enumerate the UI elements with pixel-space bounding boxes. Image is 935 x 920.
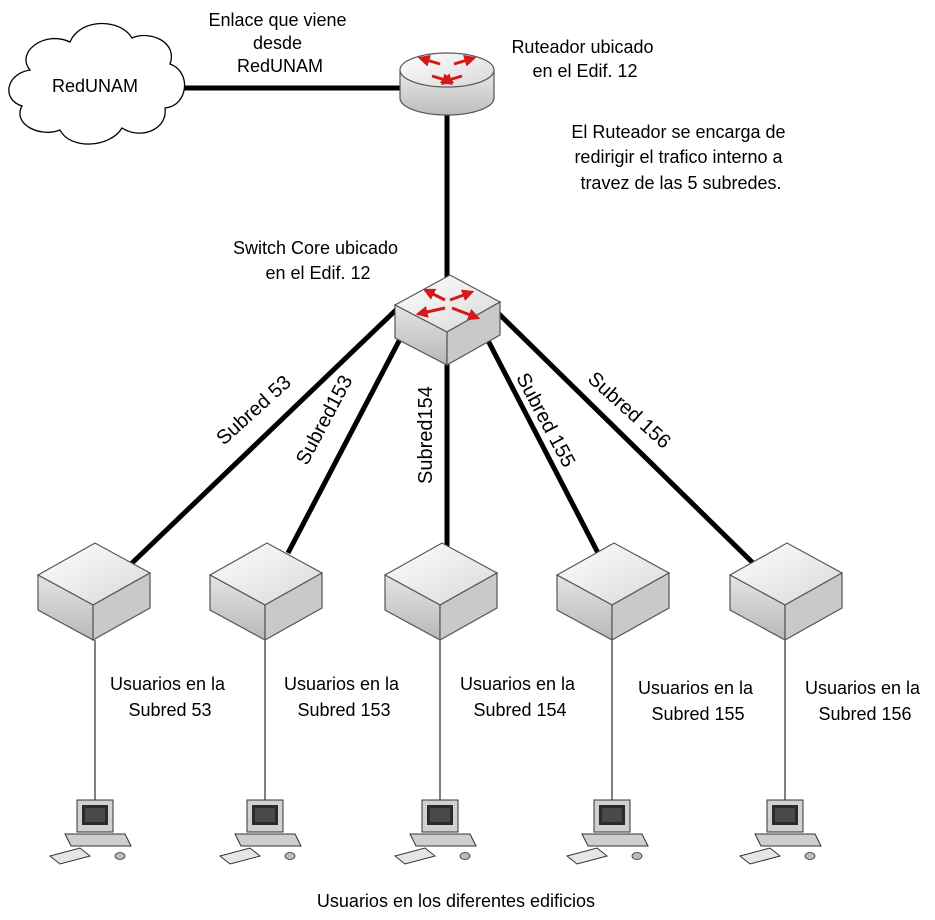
switch-icon xyxy=(383,542,499,642)
link-subnet-156 xyxy=(493,308,757,567)
footer-label: Usuarios en los diferentes edificios xyxy=(317,891,595,911)
link-label-subnet-154: Subred154 xyxy=(415,386,437,484)
cloud-icon xyxy=(8,22,186,145)
users-label-line: Subred 156 xyxy=(818,704,911,724)
core-switch-label-line-2: en el Edif. 12 xyxy=(265,263,370,283)
links xyxy=(128,85,757,567)
users-label-line: Usuarios en la xyxy=(638,678,754,698)
router-note: El Ruteador se encarga de redirigir el t… xyxy=(571,122,790,193)
user-labels: Usuarios en la Subred 53 Usuarios en la … xyxy=(110,674,925,724)
core-switch-label-line-1: Switch Core ubicado xyxy=(233,238,398,258)
router-icon xyxy=(399,52,495,116)
users-label-line: Usuarios en la xyxy=(805,678,921,698)
uplink-label: Enlace que viene desde RedUNAM xyxy=(208,10,351,76)
uplink-label-line-2: desde xyxy=(253,33,302,53)
link-subnet-53 xyxy=(128,306,400,567)
workstation-icon xyxy=(393,799,477,865)
user-drops xyxy=(94,640,786,800)
switch-icon xyxy=(728,542,844,642)
workstation-icon xyxy=(738,799,822,865)
users-label-subnet-156: Usuarios en la Subred 156 xyxy=(805,678,925,724)
core-switch-label: Switch Core ubicado en el Edif. 12 xyxy=(233,238,403,283)
workstation-icon xyxy=(565,799,649,865)
users-label-line: Usuarios en la xyxy=(460,674,576,694)
router-note-line-1: El Ruteador se encarga de xyxy=(571,122,785,142)
users-label-subnet-155: Usuarios en la Subred 155 xyxy=(638,678,758,724)
link-subnet-155 xyxy=(477,323,601,555)
uplink-label-line-1: Enlace que viene xyxy=(208,10,346,30)
access-switches xyxy=(36,542,844,642)
workstations xyxy=(48,799,822,865)
switch-icon xyxy=(208,542,324,642)
link-subnet-153 xyxy=(285,318,413,555)
switch-icon xyxy=(36,542,152,642)
users-label-subnet-154: Usuarios en la Subred 154 xyxy=(460,674,580,720)
workstation-icon xyxy=(48,799,132,865)
users-label-line: Usuarios en la xyxy=(284,674,400,694)
link-label-subnet-153: Subred153 xyxy=(292,372,357,469)
users-label-line: Subred 155 xyxy=(651,704,744,724)
users-label-subnet-153: Usuarios en la Subred 153 xyxy=(284,674,404,720)
router-label: Ruteador ubicado en el Edif. 12 xyxy=(511,37,658,81)
cloud-label: RedUNAM xyxy=(52,76,138,96)
router-label-line-1: Ruteador ubicado xyxy=(511,37,653,57)
link-label-subnet-53: Subred 53 xyxy=(212,371,295,449)
core-switch-icon xyxy=(393,274,502,367)
router-note-line-2: redirigir el trafico interno a xyxy=(574,147,783,167)
users-label-line: Usuarios en la xyxy=(110,674,226,694)
users-label-part: Usuarios en xyxy=(284,674,380,694)
users-label-line: Subred 53 xyxy=(128,700,211,720)
users-label-line: Subred 153 xyxy=(297,700,390,720)
uplink-label-line-3: RedUNAM xyxy=(237,56,323,76)
router-label-line-2: en el Edif. 12 xyxy=(532,61,637,81)
switch-icon xyxy=(555,542,671,642)
users-label-part: la xyxy=(385,674,400,694)
router-note-line-3: travez de las 5 subredes. xyxy=(580,173,781,193)
workstation-icon xyxy=(218,799,302,865)
users-label-subnet-53: Usuarios en la Subred 53 xyxy=(110,674,230,720)
users-label-line: Subred 154 xyxy=(473,700,566,720)
